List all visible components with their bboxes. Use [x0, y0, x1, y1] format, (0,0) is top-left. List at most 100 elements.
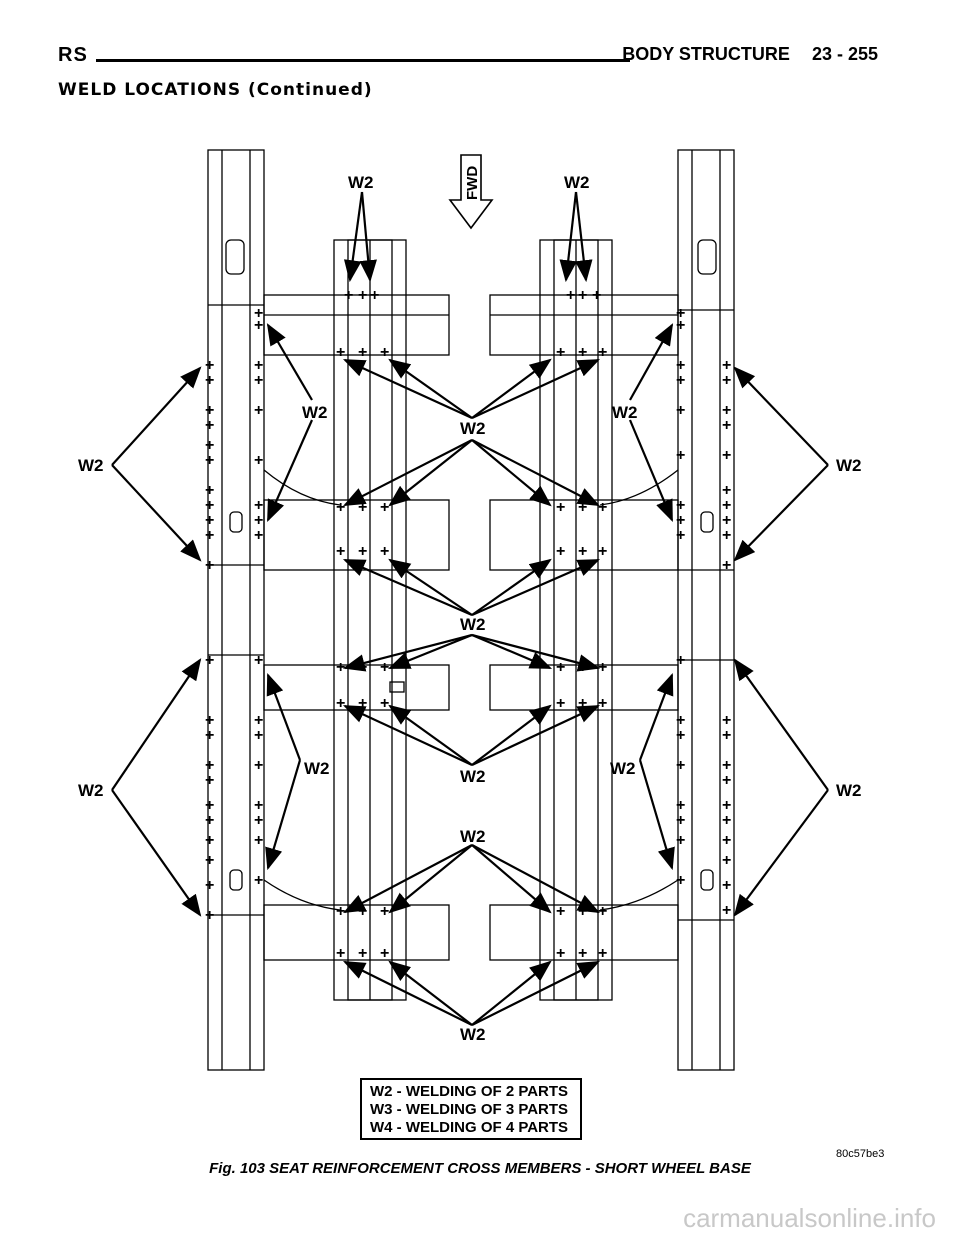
- svg-text:+: +: [358, 945, 367, 962]
- svg-text:+: +: [722, 402, 731, 419]
- svg-text:+: +: [722, 417, 731, 434]
- svg-text:+: +: [336, 903, 345, 920]
- weld-label: W2: [610, 759, 636, 778]
- svg-text:+: +: [254, 402, 263, 419]
- header-rule: [96, 59, 630, 62]
- svg-text:+: +: [336, 695, 345, 712]
- svg-text:+: +: [676, 652, 685, 669]
- svg-text:+: +: [254, 512, 263, 529]
- weld-marks: ++++ ++++ ++++ ++++ ++++ ++++ ++++ ++++ …: [205, 287, 731, 962]
- svg-text:+: +: [254, 832, 263, 849]
- weld-label: W2: [304, 759, 330, 778]
- page-header: RS BODY STRUCTURE 23 - 255: [58, 44, 878, 78]
- svg-text:+: +: [380, 903, 389, 920]
- svg-text:+: +: [358, 543, 367, 560]
- svg-text:+: +: [336, 499, 345, 516]
- fwd-label: FWD: [464, 166, 481, 200]
- svg-text:+: +: [722, 512, 731, 529]
- svg-text:+: +: [205, 772, 214, 789]
- svg-text:+: +: [676, 527, 685, 544]
- svg-text:+: +: [358, 287, 367, 304]
- cross-member-3: [263, 664, 679, 711]
- svg-text:+: +: [722, 497, 731, 514]
- svg-text:+: +: [254, 357, 263, 374]
- figure-caption: Fig. 103 SEAT REINFORCEMENT CROSS MEMBER…: [209, 1160, 751, 1177]
- svg-text:+: +: [556, 695, 565, 712]
- svg-text:+: +: [358, 499, 367, 516]
- legend-item-w3: W3 - WELDING OF 3 PARTS: [370, 1101, 569, 1118]
- svg-text:+: +: [722, 557, 731, 574]
- weld-label: W2: [612, 403, 638, 422]
- svg-text:+: +: [676, 372, 685, 389]
- svg-text:+: +: [676, 305, 685, 322]
- svg-text:+: +: [676, 497, 685, 514]
- svg-text:+: +: [205, 812, 214, 829]
- svg-text:+: +: [358, 695, 367, 712]
- watermark: carmanualsonline.info: [683, 1203, 936, 1233]
- svg-text:+: +: [598, 659, 607, 676]
- svg-text:+: +: [578, 499, 587, 516]
- svg-text:+: +: [205, 557, 214, 574]
- svg-text:+: +: [578, 695, 587, 712]
- svg-text:+: +: [254, 317, 263, 334]
- svg-text:+: +: [676, 317, 685, 334]
- weld-label: W2: [460, 1025, 486, 1044]
- svg-text:+: +: [578, 945, 587, 962]
- weld-label: W2: [836, 456, 862, 475]
- svg-text:+: +: [676, 797, 685, 814]
- svg-text:+: +: [336, 945, 345, 962]
- svg-text:+: +: [598, 945, 607, 962]
- svg-text:+: +: [722, 757, 731, 774]
- svg-text:+: +: [205, 727, 214, 744]
- svg-text:+: +: [254, 727, 263, 744]
- svg-text:+: +: [578, 287, 587, 304]
- svg-text:+: +: [676, 812, 685, 829]
- svg-text:+: +: [205, 712, 214, 729]
- svg-text:+: +: [676, 872, 685, 889]
- weld-label: W2: [460, 615, 486, 634]
- svg-text:+: +: [205, 852, 214, 869]
- svg-text:+: +: [205, 402, 214, 419]
- svg-text:+: +: [205, 497, 214, 514]
- svg-text:+: +: [556, 499, 565, 516]
- svg-text:+: +: [556, 903, 565, 920]
- svg-text:+: +: [722, 357, 731, 374]
- figure-id: 80c57be3: [836, 1148, 885, 1160]
- svg-text:+: +: [380, 543, 389, 560]
- weld-label: W2: [78, 781, 104, 800]
- svg-text:+: +: [722, 712, 731, 729]
- svg-text:+: +: [254, 757, 263, 774]
- page-number: 23 - 255: [811, 44, 878, 64]
- svg-text:+: +: [205, 357, 214, 374]
- svg-text:+: +: [676, 402, 685, 419]
- legend-item-w2: W2 - WELDING OF 2 PARTS: [370, 1083, 569, 1100]
- right-rocker-rail: [677, 149, 735, 1071]
- weld-label: W2: [460, 827, 486, 846]
- svg-text:+: +: [205, 907, 214, 924]
- svg-text:+: +: [598, 903, 607, 920]
- svg-text:+: +: [254, 372, 263, 389]
- svg-text:+: +: [722, 902, 731, 919]
- svg-text:+: +: [380, 344, 389, 361]
- svg-text:+: +: [205, 437, 214, 454]
- svg-text:+: +: [556, 945, 565, 962]
- left-inner-member: [333, 239, 407, 1001]
- header-title-block: BODY STRUCTURE 23 - 255: [622, 44, 878, 65]
- legend-item-w4: W4 - WELDING OF 4 PARTS: [370, 1119, 569, 1136]
- section-code: RS: [58, 44, 88, 66]
- svg-text:+: +: [336, 659, 345, 676]
- weld-labels: W2 W2 W2 W2 W2 W2 W2 W2 W2 W2 W2 W2 W2 W…: [78, 173, 862, 1044]
- svg-text:+: +: [254, 497, 263, 514]
- section-title: BODY STRUCTURE: [622, 44, 790, 64]
- svg-text:+: +: [380, 945, 389, 962]
- weld-label: W2: [460, 767, 486, 786]
- svg-text:+: +: [336, 344, 345, 361]
- svg-text:+: +: [722, 832, 731, 849]
- cross-member-4: [263, 879, 679, 961]
- weld-label: W2: [78, 456, 104, 475]
- right-inner-member: [539, 239, 613, 1001]
- svg-text:+: +: [676, 832, 685, 849]
- svg-text:+: +: [722, 877, 731, 894]
- svg-text:+: +: [598, 695, 607, 712]
